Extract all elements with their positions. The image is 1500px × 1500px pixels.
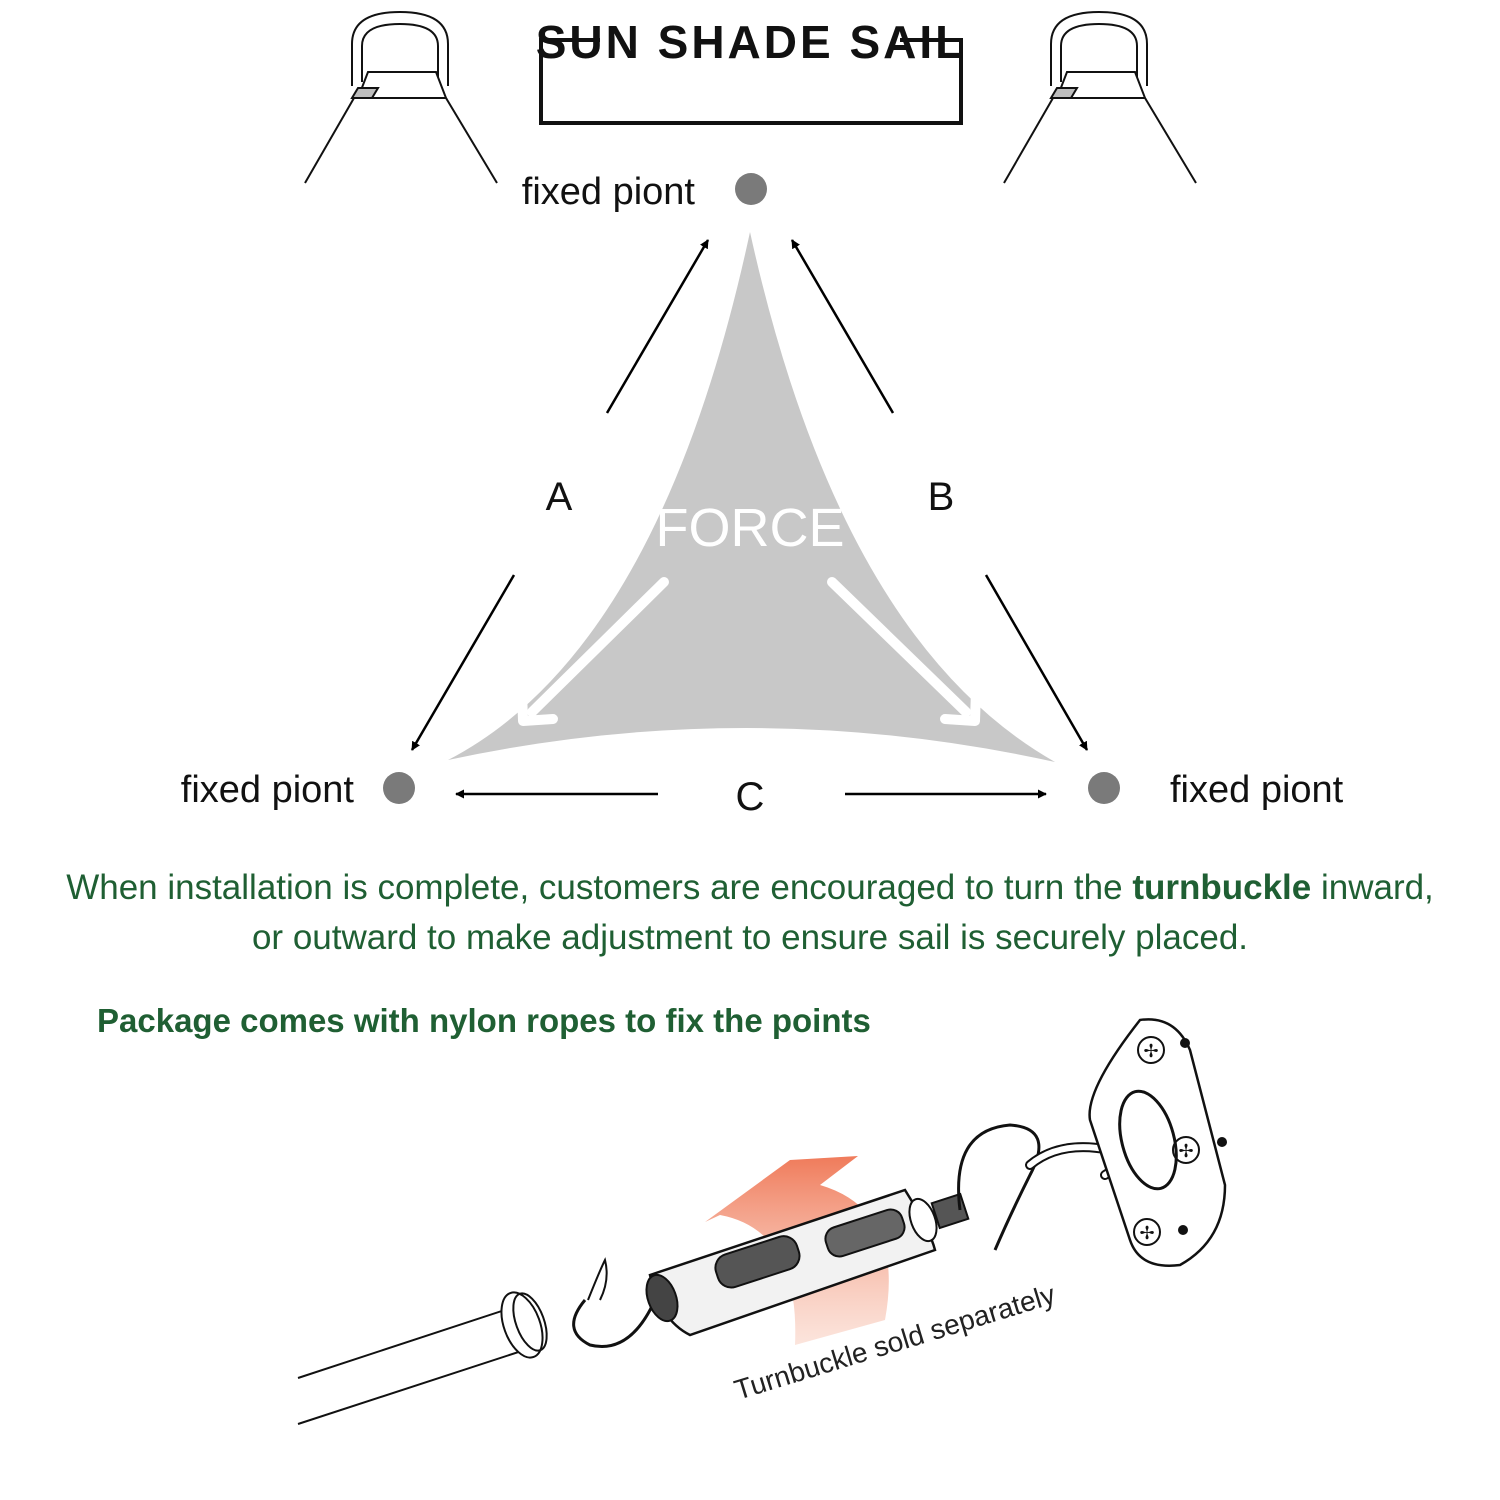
eye-plate-icon: ✢ ✢ ✢ — [1088, 1018, 1227, 1267]
svg-text:✢: ✢ — [1143, 1041, 1158, 1061]
svg-text:✢: ✢ — [1178, 1141, 1193, 1161]
fixed-point-right — [1088, 772, 1120, 804]
svg-text:✢: ✢ — [1139, 1223, 1154, 1243]
sail-triangle — [448, 232, 1055, 762]
title-text: SUN SHADE SAIL — [536, 16, 966, 68]
fixed-point-left-label: fixed piont — [181, 769, 355, 811]
arrow-icon — [410, 574, 516, 751]
package-note: Package comes with nylon ropes to fix th… — [97, 1002, 871, 1039]
fixed-point-left — [383, 772, 415, 804]
title-frame: SUN SHADE SAIL — [536, 16, 966, 125]
turnbuckle-illustration: ✢ ✢ ✢ Turnbuckle sold separately — [297, 1018, 1227, 1425]
note-highlight-turnbuckle: turnbuckle — [1132, 868, 1312, 907]
force-arrow-left — [517, 577, 669, 726]
d-ring-icon — [1003, 10, 1197, 184]
force-label: FORCE — [656, 498, 845, 558]
installation-note: When installation is complete, customers… — [60, 863, 1440, 963]
d-ring-icon — [304, 10, 498, 184]
rope-icon — [297, 1291, 548, 1425]
note-part-1: When installation is complete, customers… — [66, 868, 1133, 907]
turnbuckle-icon — [645, 1188, 970, 1337]
note-part-2: inward, or outward to make adjustment to… — [251, 868, 1434, 957]
side-label-c: C — [736, 775, 765, 819]
fixed-point-top-label: fixed piont — [522, 171, 696, 213]
arrow-icon — [984, 574, 1089, 751]
fixed-point-top — [735, 173, 767, 205]
force-arrow-right — [827, 577, 981, 726]
side-label-a: A — [546, 475, 573, 519]
side-label-b: B — [928, 475, 955, 519]
fixed-point-right-label: fixed piont — [1170, 769, 1344, 811]
arrow-icon — [605, 239, 710, 414]
arrow-icon — [790, 239, 895, 414]
